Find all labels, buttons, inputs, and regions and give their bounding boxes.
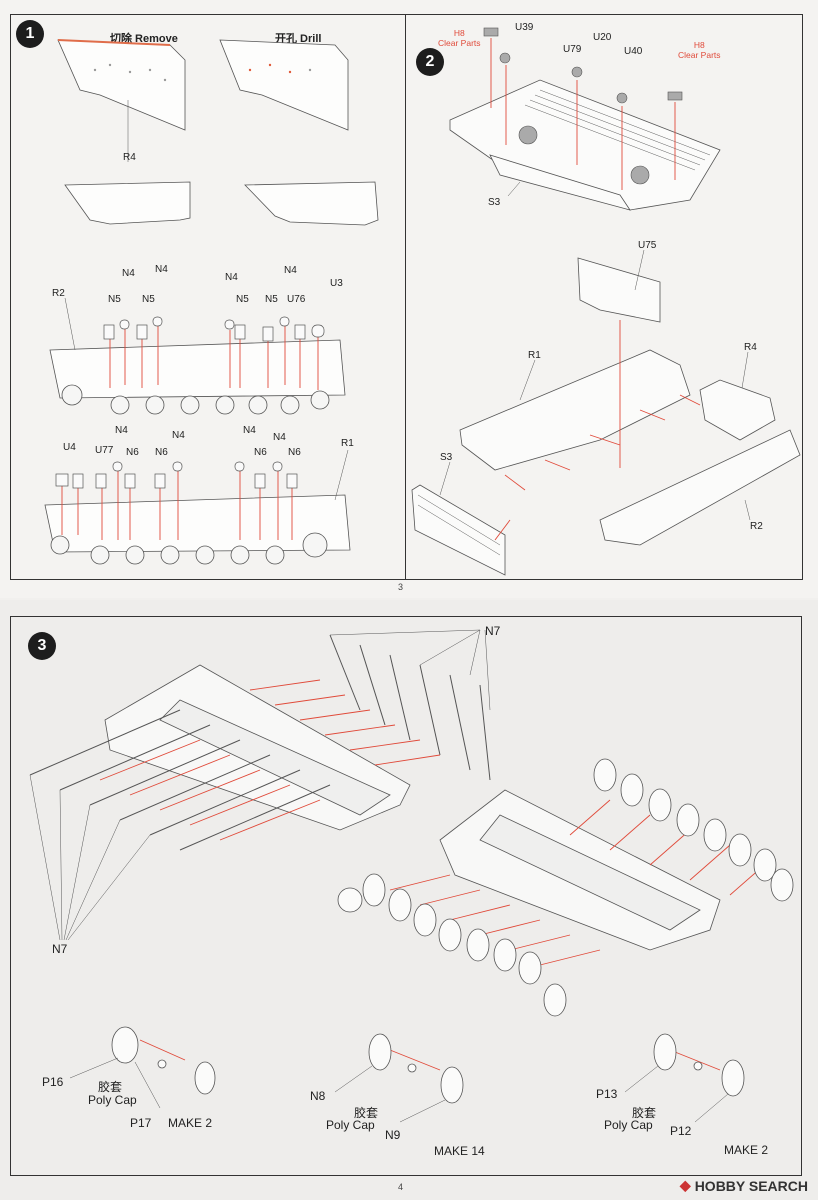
part-S3-label: S3: [440, 452, 453, 463]
make-count-label: MAKE 2: [724, 1143, 769, 1157]
part-N5-label: N5: [142, 294, 155, 305]
part-R2-label: R2: [750, 521, 763, 532]
part-N9-label: N9: [385, 1128, 401, 1142]
part-N5-label: N5: [265, 294, 278, 305]
part-P16-label: P16: [42, 1075, 64, 1089]
part-P12-label: P12: [670, 1124, 692, 1138]
part-R4-label: R4: [123, 152, 136, 163]
page-number: 4: [398, 1182, 404, 1192]
part-N4-label: N4: [273, 432, 286, 443]
poly-cap-en-label: Poly Cap: [604, 1118, 653, 1132]
step2-drawing: [411, 27, 801, 576]
part-R4-label: R4: [744, 342, 757, 353]
part-N7-left-label: N7: [52, 942, 68, 956]
poly-cap-cn-label: 胶套: [632, 1106, 657, 1120]
poly-cap-en-label: Poly Cap: [88, 1093, 137, 1107]
part-U3-label: U3: [330, 278, 343, 289]
part-U4-label: U4: [63, 442, 76, 453]
poly-cap-cn-label: 胶套: [98, 1080, 123, 1094]
part-N6-label: N6: [126, 447, 139, 458]
hobby-search-watermark: ◆ HOBBY SEARCH: [680, 1177, 808, 1194]
part-U76-label: U76: [287, 294, 306, 305]
hobby-search-logo-icon: ◆: [679, 1177, 691, 1193]
part-N4-label: N4: [155, 264, 168, 275]
part-N8-label: N8: [310, 1089, 326, 1103]
part-N4-label: N4: [243, 425, 256, 436]
step1-badge: 1: [16, 20, 44, 48]
watermark-text: HOBBY SEARCH: [694, 1177, 808, 1194]
part-P17-label: P17: [130, 1116, 152, 1130]
step3-frame: [10, 616, 802, 1176]
clear-parts-left-label: H8 Clear Parts: [438, 28, 481, 48]
clear-parts-right-label: H8 Clear Parts: [678, 40, 721, 60]
remove-label: 切除 Remove: [110, 33, 178, 45]
step1-drawing: [44, 39, 379, 565]
part-U40-label: U40: [624, 46, 643, 57]
part-N4-label: N4: [115, 425, 128, 436]
part-N4-label: N4: [122, 268, 135, 279]
part-N6-label: N6: [254, 447, 267, 458]
make-count-label: MAKE 14: [434, 1144, 485, 1158]
step2-badge: 2: [416, 48, 444, 76]
part-N7-top-label: N7: [485, 624, 501, 638]
step3-badge: 3: [28, 632, 56, 660]
poly-cap-cn-label: 胶套: [354, 1106, 379, 1120]
part-N4-label: N4: [172, 430, 185, 441]
part-U20-label: U20: [593, 32, 612, 43]
step3-drawing: [29, 629, 794, 1123]
part-R1-label: R1: [528, 350, 541, 361]
step2-frame: [405, 14, 803, 580]
part-U79-label: U79: [563, 44, 582, 55]
part-R2-label: R2: [52, 288, 65, 299]
part-U77-label: U77: [95, 445, 114, 456]
part-U75-label: U75: [638, 240, 657, 251]
part-R1-label: R1: [341, 438, 354, 449]
part-N4-label: N4: [225, 272, 238, 283]
part-P13-label: P13: [596, 1087, 618, 1101]
part-N5-label: N5: [236, 294, 249, 305]
part-S3-label: S3: [488, 197, 501, 208]
part-N4-label: N4: [284, 265, 297, 276]
part-N5-label: N5: [108, 294, 121, 305]
make-count-label: MAKE 2: [168, 1116, 213, 1130]
instruction-page-4: 3: [0, 600, 818, 1200]
page-number: 3: [398, 582, 404, 592]
drill-label: 开孔 Drill: [275, 33, 322, 45]
instruction-page-3: 1 切除 Remove 开孔 Drill: [0, 0, 818, 598]
part-N6-label: N6: [288, 447, 301, 458]
part-N6-label: N6: [155, 447, 168, 458]
part-U39-label: U39: [515, 22, 534, 33]
poly-cap-en-label: Poly Cap: [326, 1118, 375, 1132]
